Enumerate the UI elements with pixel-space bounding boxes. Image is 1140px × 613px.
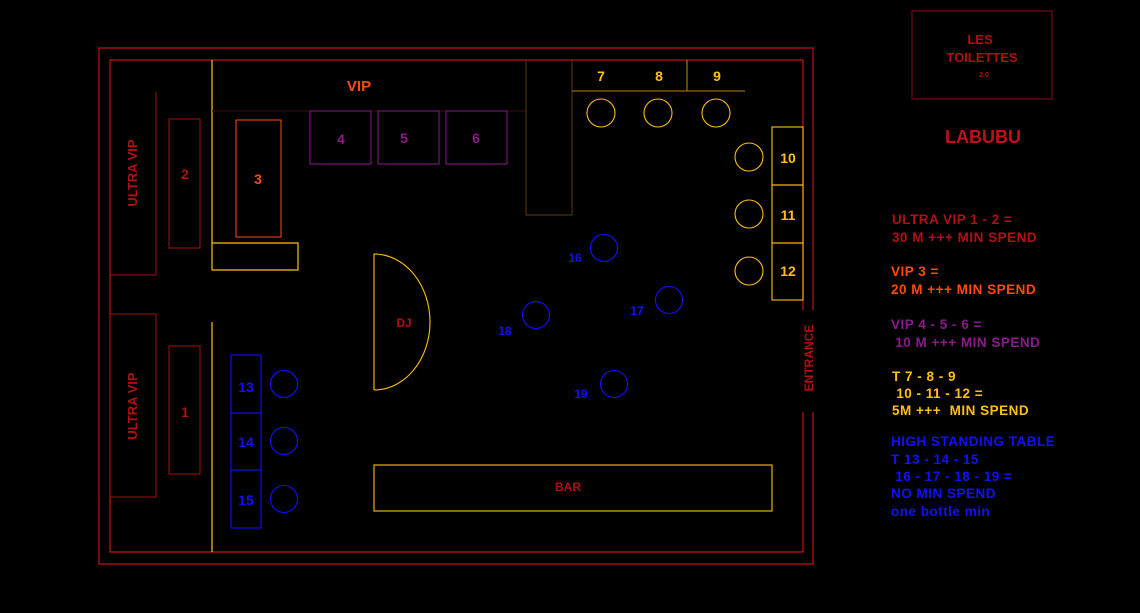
toilets-line2: TOILETTES [946, 50, 1018, 65]
table-19-seat [599, 369, 629, 399]
legend-ultra-vip-2: 30 M +++ MIN SPEND [892, 230, 1037, 245]
legend-vip3-2: 20 M +++ MIN SPEND [891, 282, 1036, 297]
entrance-label: ENTRANCE [802, 325, 816, 392]
table-14-label: 14 [238, 434, 254, 450]
table-11-label: 11 [781, 207, 796, 223]
table-11-seat [734, 199, 764, 229]
legend: ULTRA VIP 1 - 2 = 30 M +++ MIN SPEND VIP… [891, 212, 1055, 519]
legend-high-standing-3: 16 - 17 - 18 - 19 = [891, 469, 1012, 484]
legend-vip456-1: VIP 4 - 5 - 6 = [891, 317, 982, 332]
legend-tables-3: 5M +++ MIN SPEND [892, 403, 1029, 418]
table-2 [168, 118, 201, 249]
table-15 [230, 469, 262, 529]
ultra-vip-zone [109, 92, 201, 498]
legend-high-standing-4: NO MIN SPEND [891, 486, 996, 501]
high-standing-16-19 [521, 233, 684, 399]
bar [373, 464, 773, 512]
table-9-label: 9 [713, 68, 721, 84]
table-5-label: 5 [400, 130, 408, 146]
table-9-seat [701, 98, 731, 128]
table-10-seat [734, 142, 764, 172]
table-15-label: 15 [238, 492, 254, 508]
table-6-label: 6 [472, 130, 480, 146]
table-12-seat [734, 256, 764, 286]
table-3 [235, 119, 282, 238]
toilets-box [911, 10, 1053, 100]
column [525, 60, 573, 216]
table-8-label: 8 [655, 68, 663, 84]
table-7-seat [586, 98, 616, 128]
table-5 [377, 110, 440, 165]
legend-vip3-1: VIP 3 = [891, 264, 939, 279]
table-4-label: 4 [337, 131, 345, 147]
legend-vip456-2: 10 M +++ MIN SPEND [891, 335, 1040, 350]
toilets-line1: LES [967, 32, 993, 47]
bar-label: BAR [555, 480, 581, 494]
table-14-seat [269, 426, 299, 456]
vip-label: VIP [347, 78, 371, 95]
table-16-label: 16 [568, 251, 582, 265]
ultra-vip-bottom-area [109, 313, 157, 498]
legend-tables-1: T 7 - 8 - 9 [892, 369, 956, 384]
high-standing-13-15 [230, 354, 299, 529]
table-13-seat [269, 369, 299, 399]
table-18-label: 18 [498, 324, 512, 338]
inner-wall [109, 59, 804, 553]
table-1-label: 1 [181, 404, 189, 420]
table-10-label: 10 [780, 150, 796, 166]
table-3-label: 3 [254, 171, 262, 187]
partitions [211, 60, 299, 552]
tables-7-9 [572, 60, 745, 128]
legend-ultra-vip-1: ULTRA VIP 1 - 2 = [892, 212, 1012, 227]
legend-high-standing-2: T 13 - 14 - 15 [891, 452, 979, 467]
table-12 [771, 242, 804, 301]
ultra-vip-top-area [110, 92, 157, 276]
table-17-seat [654, 285, 684, 315]
table-2-label: 2 [181, 166, 189, 182]
legend-high-standing-1: HIGH STANDING TABLE [891, 434, 1055, 449]
ultra-vip-top-label: ULTRA VIP [125, 139, 140, 206]
dj-label: DJ [396, 316, 411, 330]
table-19-label: 19 [574, 387, 588, 401]
table-13-label: 13 [238, 379, 254, 395]
venue-name: LABUBU [945, 127, 1021, 147]
toilets-version: 2.0 [979, 72, 989, 79]
ultra-vip-bottom-label: ULTRA VIP [125, 372, 140, 439]
table-7-label: 7 [597, 68, 605, 84]
legend-tables-2: 10 - 11 - 12 = [892, 386, 983, 401]
legend-high-standing-5: one bottle min [891, 504, 990, 519]
tables-10-12 [734, 126, 804, 301]
table-17-label: 17 [630, 304, 644, 318]
table-16-seat [589, 233, 619, 263]
table-15-seat [269, 484, 299, 514]
table-18-seat [521, 300, 551, 330]
table-8-seat [643, 98, 673, 128]
vip-456-tables [309, 110, 508, 165]
table-6 [445, 110, 508, 165]
table-4 [309, 110, 372, 165]
dj-booth [373, 253, 431, 391]
outer-wall [98, 47, 814, 565]
table-12-label: 12 [780, 263, 796, 279]
walls [98, 47, 814, 565]
table-1 [168, 345, 201, 475]
